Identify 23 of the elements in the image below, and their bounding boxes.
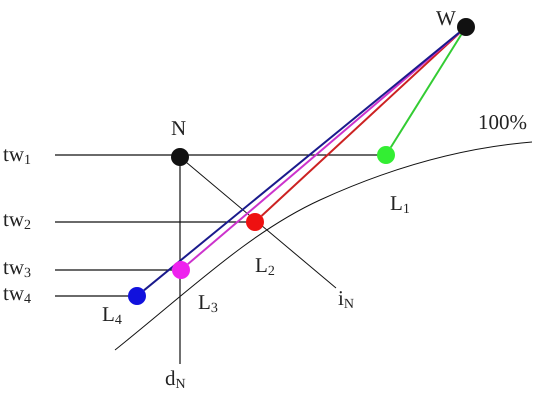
connector-line [260,32,460,217]
point-label: L$_{1}$ [390,193,410,217]
axis-label: tw$_{3}$ [3,257,31,281]
point-label: N [171,118,186,139]
connector-line [143,32,460,292]
axis-label: d$_{N}$ [165,368,186,392]
state-point-dot [172,261,190,279]
point-label: L$_{2}$ [255,255,275,279]
connector-line [390,34,462,148]
point-label: W [436,8,456,29]
point-label: L$_{3}$ [198,292,218,316]
state-point-dot [377,146,395,164]
state-point-dot [246,213,264,231]
axis-label: 100% [478,112,527,133]
state-point-dot [128,287,146,305]
connector-line [187,32,460,265]
axis-label: tw$_{1}$ [3,144,31,168]
axis-label: tw$_{4}$ [3,283,31,307]
state-point-dot [457,18,475,36]
state-point-dot [171,148,189,166]
axis-label: tw$_{2}$ [3,209,31,233]
point-label: L$_{4}$ [102,304,122,328]
axis-label: i$_{N}$ [338,288,354,312]
